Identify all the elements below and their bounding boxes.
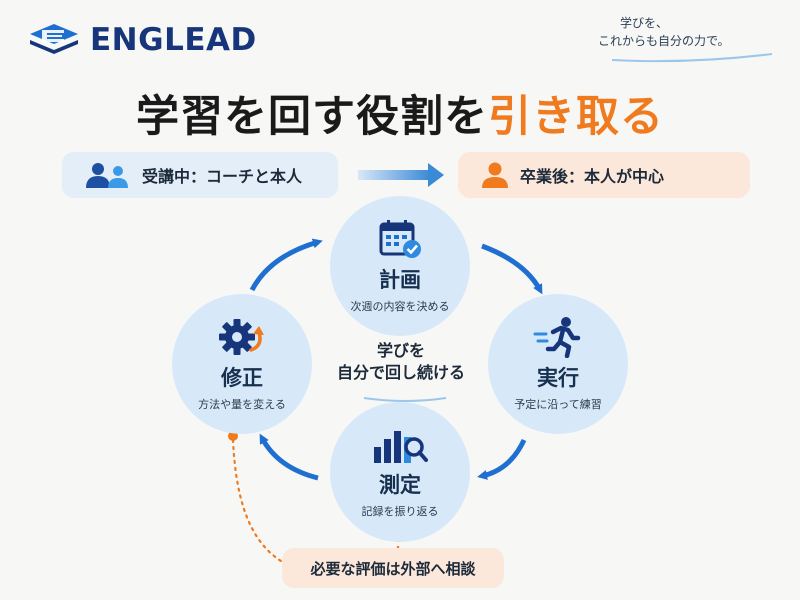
phase-after-pill: 卒業後：本人が中心	[458, 152, 750, 198]
cycle-step-do: 実行 予定に沿って練習	[488, 294, 628, 434]
logo-icon	[30, 24, 78, 54]
plan-desc: 次週の内容を決める	[350, 300, 450, 313]
tagline-line-1: 学びを、	[620, 16, 669, 30]
arrow-fix-to-plan	[249, 238, 323, 292]
tagline: 学びを、 これからも自分の力で。	[598, 14, 788, 50]
do-desc: 予定に沿って練習	[514, 398, 602, 411]
phase-during-label: 受講中：コーチと本人	[142, 167, 303, 186]
cycle-center-text: 学びを 自分で回し続ける	[326, 340, 476, 384]
fix-title: 修正	[221, 366, 263, 390]
title-accent: 引き取る	[488, 92, 664, 142]
phase-arrow-shaft	[358, 170, 430, 180]
page-title: 学習を回す役割を引き取る	[0, 82, 800, 144]
cycle-step-fix: 修正 方法や量を変える	[172, 294, 312, 434]
arrow-plan-to-do	[481, 243, 543, 295]
center-underline	[363, 397, 447, 402]
center-line-2: 自分で回し続ける	[336, 363, 465, 382]
brand-name: ENGLEAD	[90, 22, 257, 58]
fix-desc: 方法や量を変える	[198, 398, 286, 411]
person-icon	[482, 162, 508, 188]
chart-magnifier-icon	[374, 431, 428, 463]
title-main: 学習を回す役割を	[136, 92, 488, 142]
tagline-underline	[611, 53, 773, 63]
calendar-check-icon	[379, 220, 421, 258]
connector-dotted-line	[231, 438, 292, 568]
running-person-icon	[533, 317, 581, 358]
brand-logo: ENGLEAD	[28, 22, 257, 58]
check-desc: 記録を振り返る	[361, 505, 439, 518]
tagline-line-2: これからも自分の力で。	[598, 34, 730, 48]
people-icon	[86, 163, 128, 188]
phase-during-pill: 受講中：コーチと本人	[62, 152, 338, 198]
cycle-step-check: 測定 記録を振り返る	[330, 402, 470, 542]
phase-arrow-head	[428, 163, 444, 187]
gear-refresh-icon	[219, 319, 264, 355]
arrow-check-to-fix	[259, 433, 319, 481]
consult-label: 必要な評価は外部へ相談	[310, 559, 476, 578]
do-title: 実行	[537, 366, 579, 390]
consult-pill: 必要な評価は外部へ相談	[282, 548, 504, 588]
plan-title: 計画	[379, 268, 421, 292]
cycle-step-plan: 計画 次週の内容を決める	[330, 196, 470, 336]
check-title: 測定	[379, 473, 421, 497]
phase-after-label: 卒業後：本人が中心	[520, 167, 665, 186]
center-line-1: 学びを	[376, 341, 425, 360]
arrow-do-to-check	[477, 438, 527, 480]
